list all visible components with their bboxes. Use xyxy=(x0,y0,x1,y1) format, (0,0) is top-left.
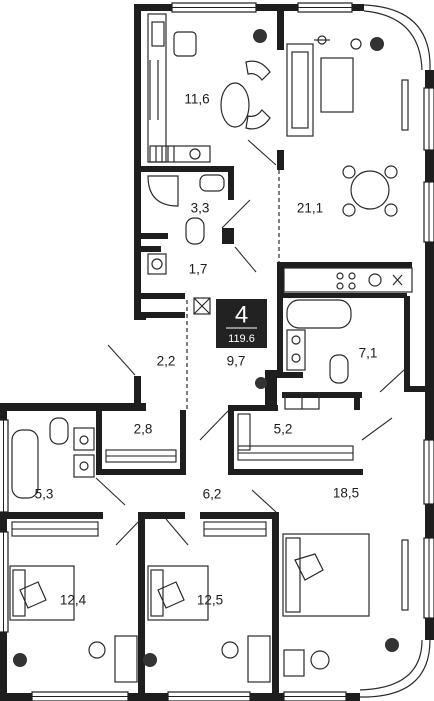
room-labels: 11,6 21,1 3,3 1,7 2,2 9,7 7,1 2,8 5,2 5,… xyxy=(35,92,378,608)
room-area-hall-bottom: 6,2 xyxy=(203,487,222,502)
bath-furniture xyxy=(11,174,352,499)
closet-racks xyxy=(11,413,354,537)
room-area-closet-left: 2,8 xyxy=(134,422,153,437)
living-furniture xyxy=(283,35,413,293)
plants xyxy=(13,29,399,667)
interior-walls xyxy=(7,4,425,694)
room-area-living: 21,1 xyxy=(297,201,323,216)
room-area-bedroom-left: 12,4 xyxy=(60,593,87,608)
room-area-hall-top: 1,7 xyxy=(189,262,208,277)
apartment-badge: 4 119.6 xyxy=(216,299,267,348)
study-furniture xyxy=(147,13,271,163)
room-area-bath-small: 3,3 xyxy=(191,201,210,216)
doors xyxy=(95,139,405,546)
total-area: 119.6 xyxy=(228,333,255,345)
bedroom-furniture xyxy=(9,533,409,683)
room-area-hall-main: 9,7 xyxy=(227,354,246,369)
room-area-corridor: 2,2 xyxy=(157,354,176,369)
room-area-bath-right: 7,1 xyxy=(359,346,378,361)
room-area-closet-right: 5,2 xyxy=(274,422,293,437)
room-area-study: 11,6 xyxy=(184,92,209,107)
room-area-bath-left: 5,3 xyxy=(35,487,54,502)
room-area-bedroom-master: 18,5 xyxy=(333,486,359,501)
rooms-count: 4 xyxy=(235,301,248,328)
room-area-bedroom-mid: 12,5 xyxy=(197,593,223,608)
